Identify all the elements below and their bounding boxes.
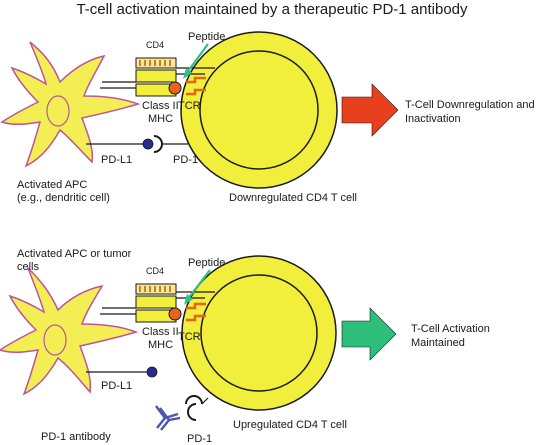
top-pd1-cup	[153, 135, 163, 153]
bottom-mhc-label-1: Class II	[142, 326, 179, 338]
bottom-tcr-label: TCR	[178, 331, 201, 343]
bottom-outcome-label-1: T-Cell Activation	[411, 323, 490, 335]
top-mhc-label-1: Class II	[142, 100, 179, 112]
bottom-pd1-cup	[187, 403, 197, 421]
bottom-peptide-label: Peptide	[188, 257, 225, 269]
bottom-apc-nucleus	[43, 324, 67, 356]
top-peptide-ball	[168, 81, 182, 95]
top-outcome-label-2: Inactivation	[405, 113, 461, 125]
top-pd1-label: PD-1	[173, 154, 198, 166]
top-mhc-label-2: MHC	[148, 113, 173, 125]
diagram-title: T-cell activation maintained by a therap…	[76, 1, 468, 18]
top-tcell-label: Downregulated CD4 T cell	[229, 192, 357, 204]
bottom-pd1-stalk	[201, 397, 209, 405]
bottom-cd4-hatch	[139, 286, 171, 292]
bottom-tcr	[186, 302, 206, 322]
top-cd4-hatch	[139, 60, 171, 66]
top-pdl1-dot	[142, 138, 154, 150]
bottom-pd1-cup-2	[185, 395, 203, 405]
bottom-panel	[0, 255, 397, 431]
bottom-outcome-label-2: Maintained	[411, 337, 465, 349]
top-tcr-label: TCR	[178, 100, 201, 112]
bottom-mhc-label-2: MHC	[148, 339, 173, 351]
top-apc-cell	[0, 41, 141, 168]
bottom-tcell-label: Upregulated CD4 T cell	[233, 419, 347, 431]
top-tcr	[186, 76, 206, 96]
top-apc-label-2: (e.g., dendritic cell)	[17, 192, 110, 204]
bottom-apc-label-2: cells	[17, 261, 40, 273]
bottom-pdl1-label: PD-L1	[101, 380, 132, 392]
top-pdl1-label: PD-L1	[101, 154, 132, 166]
bottom-mhc-upper	[135, 295, 177, 309]
bottom-peptide-arrowhead	[184, 294, 193, 305]
bottom-outcome-arrow	[341, 307, 397, 361]
top-peptide-label: Peptide	[188, 31, 225, 43]
top-peptide-arrow-shaft	[185, 43, 209, 75]
bottom-apc-cell	[0, 267, 139, 396]
top-outcome-label-1: T-Cell Downregulation and	[405, 99, 535, 111]
bottom-peptide-arrow-shaft	[186, 269, 211, 301]
top-cd4-label: CD4	[146, 40, 164, 50]
top-apc-nucleus	[46, 95, 70, 127]
top-mhc-upper	[135, 69, 177, 83]
bottom-cd4-label: CD4	[146, 266, 164, 276]
bottom-antibody-label: PD-1 antibody	[41, 431, 111, 443]
bottom-peptide-ball	[168, 307, 182, 321]
bottom-apc-label-1: Activated APC or tumor	[17, 248, 132, 260]
top-tcell-inner	[199, 50, 319, 170]
top-apc-label-1: Activated APC	[17, 179, 87, 191]
top-panel	[0, 31, 399, 189]
bottom-pdl1-dot	[146, 366, 158, 378]
bottom-pd1-antibody	[155, 405, 181, 431]
top-peptide-arrowhead	[183, 68, 192, 79]
bottom-tcell-inner	[200, 274, 318, 392]
top-outcome-arrow	[341, 83, 399, 137]
bottom-pd1-label: PD-1	[187, 433, 212, 445]
